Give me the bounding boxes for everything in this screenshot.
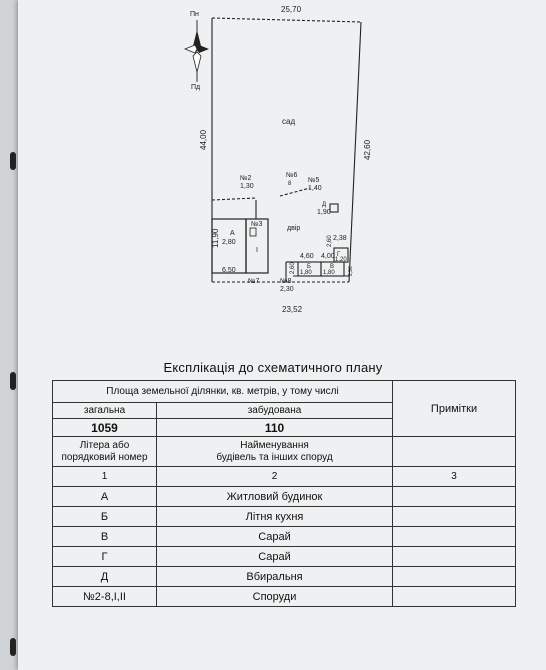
dim-right: 42,60 xyxy=(363,139,372,160)
row-name: Сарай xyxy=(155,526,394,547)
explication-title: Експлікація до схематичного плану xyxy=(163,360,383,375)
label-g: Г xyxy=(337,252,341,258)
dim-bottom: 23,52 xyxy=(282,305,303,314)
label-n8-val: 2,30 xyxy=(280,286,294,293)
col3-header xyxy=(392,436,517,467)
label-n6: №6 xyxy=(286,172,298,179)
row-note xyxy=(392,586,517,607)
col-number-3: 3 xyxy=(392,466,517,487)
building-i xyxy=(245,218,269,274)
built-value: 110 xyxy=(155,418,394,437)
label-n8: №8 xyxy=(280,278,292,285)
row-name: Житловий будинок xyxy=(155,486,394,507)
col-number-2: 2 xyxy=(155,466,394,487)
label-g-val: 1,20 xyxy=(335,257,347,263)
row-name: Сарай xyxy=(155,546,394,567)
row-letter: Д xyxy=(52,566,157,587)
south-label: Пд xyxy=(191,84,200,91)
col-number-1: 1 xyxy=(52,466,157,487)
dim-left-low: 11,90 xyxy=(211,228,220,248)
binder-hole xyxy=(10,152,16,170)
col1-header-line1: Літера або xyxy=(79,439,130,451)
table-row: Г Сарай xyxy=(52,546,517,567)
boundary-east xyxy=(348,21,362,283)
row-letter: А xyxy=(52,486,157,507)
total-value: 1059 xyxy=(52,418,157,437)
north-arrow-icon xyxy=(183,20,209,82)
label-260: 2,60 xyxy=(290,262,296,274)
row-note xyxy=(392,566,517,587)
label-n2: №2 xyxy=(240,175,252,182)
table-row: Б Літня кухня xyxy=(52,506,517,527)
row-name: Вбиральня xyxy=(155,566,394,587)
table-row: В Сарай xyxy=(52,526,517,547)
label-n5-val: 1,40 xyxy=(308,185,322,192)
label-d: Д xyxy=(322,202,326,208)
total-label: загальна xyxy=(52,402,157,419)
label-n5: №5 xyxy=(308,177,320,184)
label-296: 2,96 xyxy=(348,266,354,276)
dim-top: 25,70 xyxy=(281,5,302,14)
yard-label: двір xyxy=(287,224,300,232)
area-header: Площа земельної ділянки, кв. метрів, у т… xyxy=(51,380,394,403)
label-400: 4,00 xyxy=(321,253,335,260)
label-b-val: 1,80 xyxy=(300,270,312,276)
label-260b: 2,60 xyxy=(327,235,333,247)
row-name: Літня кухня xyxy=(155,506,394,527)
notes-header: Примітки xyxy=(392,380,517,437)
garden-label: сад xyxy=(282,117,295,126)
label-b: Б xyxy=(307,264,311,270)
label-460: 4,60 xyxy=(300,253,314,260)
table-row: А Житловий будинок xyxy=(52,486,517,507)
built-label: забудована xyxy=(155,402,394,419)
label-n3: №3 xyxy=(251,221,263,228)
row-letter: №2-8,I,II xyxy=(52,586,157,607)
label-n7: №7 xyxy=(248,278,260,285)
north-label: Пн xyxy=(190,11,199,18)
building-g xyxy=(333,247,349,263)
label-a-val: 2,80 xyxy=(222,239,236,246)
col1-header-line2: порядковий номер xyxy=(61,451,148,463)
building-d xyxy=(329,203,339,213)
label-d-val: 1,90 xyxy=(317,209,331,216)
row-note xyxy=(392,506,517,527)
label-v: В xyxy=(330,264,334,270)
label-238: 2,38 xyxy=(333,235,347,242)
col1-header: Літера або порядковий номер xyxy=(52,436,157,467)
label-roman-one: I xyxy=(256,247,258,254)
col2-header-line2: будівель та інших споруд xyxy=(216,451,333,463)
dim-bottom-left: 6,50 xyxy=(222,267,236,274)
row-note xyxy=(392,526,517,547)
row-note xyxy=(392,486,517,507)
table-row: №2-8,I,II Споруди xyxy=(52,586,517,607)
binder-hole xyxy=(10,372,16,390)
binder-hole xyxy=(10,638,16,656)
col2-header-line1: Найменування xyxy=(240,439,309,451)
dim-left: 44,00 xyxy=(199,129,208,150)
label-a: А xyxy=(230,230,235,237)
table-row: Д Вбиральня xyxy=(52,566,517,587)
row-letter: Г xyxy=(52,546,157,567)
row-name: Споруди xyxy=(155,586,394,607)
boundary-north xyxy=(211,17,362,23)
row-note xyxy=(392,546,517,567)
row-letter: В xyxy=(52,526,157,547)
col2-header: Найменування будівель та інших споруд xyxy=(155,436,394,467)
explication-table: Площа земельної ділянки, кв. метрів, у т… xyxy=(51,380,517,607)
row-letter: Б xyxy=(52,506,157,527)
label-v-val: 1,80 xyxy=(323,270,335,276)
n6-marker: 8 xyxy=(288,181,292,187)
site-plan: Пн Пд 25,70 44,00 42,60 23,52 11,90 6,50… xyxy=(183,5,372,314)
label-n2-val: 1,30 xyxy=(240,183,254,190)
